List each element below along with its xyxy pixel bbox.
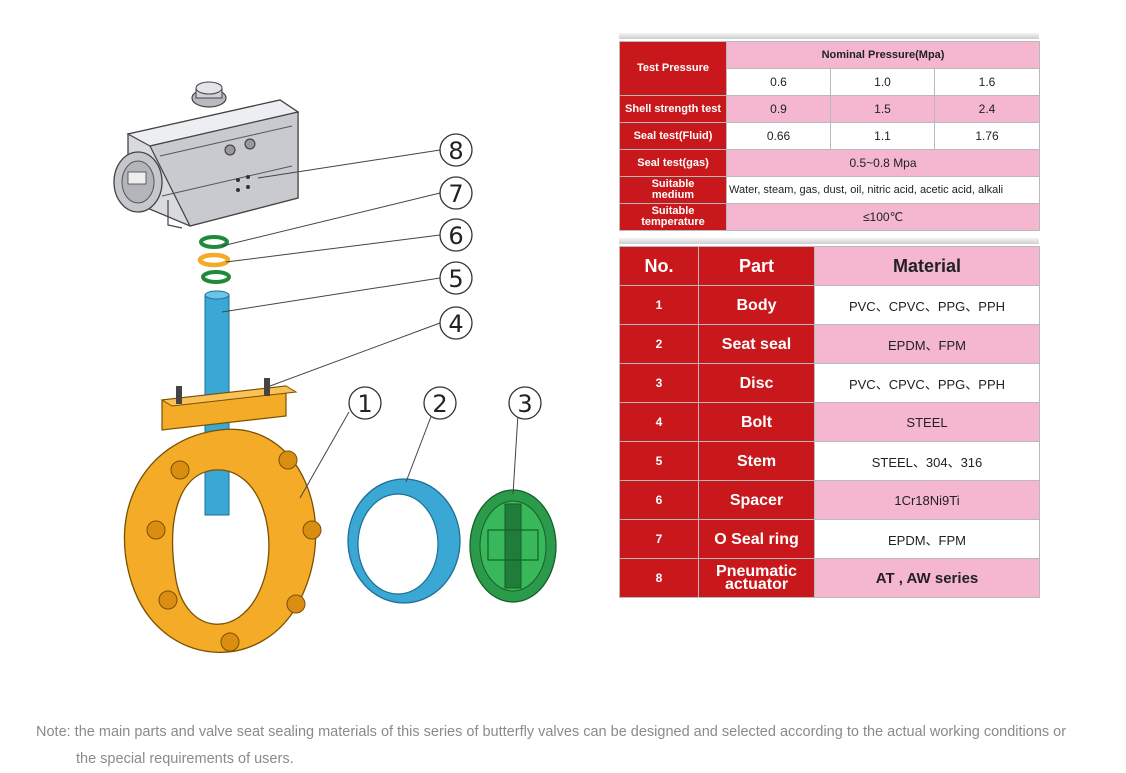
exploded-valve-diagram: 8 7 6 5 4 1 2 3 [113,81,557,653]
row-part: Seat seal [698,324,815,364]
shell-strength-value: 0.9 [726,95,831,123]
callout-6: 6 [439,218,473,252]
row-material: STEEL、304、316 [814,441,1040,481]
callout-8: 8 [439,133,473,167]
spacer-ring [197,252,231,268]
header-no: No. [619,246,699,286]
svg-text:3: 3 [517,390,532,418]
svg-text:4: 4 [448,310,463,338]
seal-fluid-label: Seal test(Fluid) [619,122,727,150]
row-no: 3 [619,363,699,403]
suitable-temperature-value: ≤100℃ [725,203,1041,231]
nominal-value: 1.6 [933,68,1041,96]
row-part: Disc [698,363,815,403]
table-row: 2 Seat seal EPDM、FPM [619,324,1040,364]
shell-strength-label: Shell strength test [619,95,727,123]
materials-table: No. Part Material 1 Body PVC、CPVC、PPG、PP… [619,246,1040,598]
disc [469,489,557,603]
svg-text:7: 7 [448,180,463,208]
nominal-value: 1.0 [830,68,935,96]
row-material: AT , AW series [814,558,1040,598]
table-row: 4 Bolt STEEL [619,402,1040,442]
o-seal-ring-top [199,235,229,249]
row-part: Stem [698,441,815,481]
header-material: Material [814,246,1040,286]
svg-text:6: 6 [448,222,463,250]
row-no: 8 [619,558,699,598]
table-row: 5 Stem STEEL、304、316 [619,441,1040,481]
table-middle-band [619,238,1039,244]
table-row: 3 Disc PVC、CPVC、PPG、PPH [619,363,1040,403]
seat-seal [347,478,461,604]
seal-fluid-value: 0.66 [726,122,831,150]
table-top-band [619,33,1039,39]
row-material: PVC、CPVC、PPG、PPH [814,363,1040,403]
valve-body [123,378,322,653]
pressure-table: Test Pressure Nominal Pressure(Mpa) 0.6 … [619,41,1041,231]
svg-text:2: 2 [432,390,447,418]
temp-label-line2: temperature [641,216,705,228]
callout-4: 4 [439,306,473,340]
table-row: 8 Pneumatic actuator AT , AW series [619,558,1040,598]
temp-label-line1: Suitable [651,205,695,217]
pneumatic-actuator [113,81,300,229]
leader-lines [221,149,519,499]
seal-gas-label: Seal test(gas) [619,149,727,177]
header-part: Part [698,246,815,286]
row-no: 6 [619,480,699,520]
row-part: O Seal ring [698,519,815,559]
row-material: PVC、CPVC、PPG、PPH [814,285,1040,325]
row-no: 2 [619,324,699,364]
seal-fluid-value: 1.1 [830,122,935,150]
row-no: 7 [619,519,699,559]
medium-label-line2: medium [651,189,695,201]
footnote: Note: the main parts and valve seat seal… [36,719,1096,773]
callout-3: 3 [508,386,542,420]
row-part: Spacer [698,480,815,520]
row-part: Bolt [698,402,815,442]
callout-5: 5 [439,261,473,295]
svg-text:5: 5 [448,265,463,293]
row-part: Body [698,285,815,325]
svg-text:1: 1 [357,390,372,418]
seal-gas-value: 0.5~0.8 Mpa [725,149,1041,177]
row-material: EPDM、FPM [814,324,1040,364]
o-seal-ring-bottom [201,270,231,284]
table-row: 6 Spacer 1Cr18Ni9Ti [619,480,1040,520]
shell-strength-value: 1.5 [830,95,935,123]
seal-fluid-value: 1.76 [933,122,1041,150]
nominal-value: 0.6 [726,68,831,96]
medium-label-line1: Suitable [651,178,695,190]
row-material: 1Cr18Ni9Ti [814,480,1040,520]
shell-strength-value: 2.4 [933,95,1041,123]
row-no: 1 [619,285,699,325]
row-material: STEEL [814,402,1040,442]
table-row: 7 O Seal ring EPDM、FPM [619,519,1040,559]
callout-7: 7 [439,176,473,210]
row-material: EPDM、FPM [814,519,1040,559]
callout-2: 2 [423,386,457,420]
test-pressure-header: Test Pressure [619,41,727,96]
note-line-1: Note: the main parts and valve seat seal… [36,724,1067,740]
row-no: 5 [619,441,699,481]
suitable-medium-value: Water, steam, gas, dust, oil, nitric aci… [725,176,1041,204]
nominal-pressure-header: Nominal Pressure(Mpa) [725,41,1041,69]
callout-1: 1 [348,386,382,420]
row-no: 4 [619,402,699,442]
table-row: 1 Body PVC、CPVC、PPG、PPH [619,285,1040,325]
svg-text:8: 8 [448,137,463,165]
row-part: Pneumatic actuator [698,558,815,598]
